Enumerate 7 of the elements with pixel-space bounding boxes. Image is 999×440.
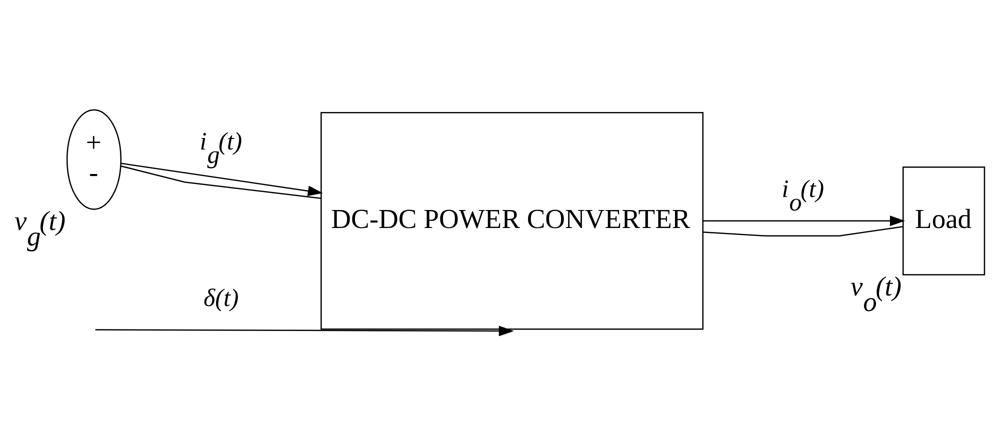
connector — [703, 226, 904, 236]
node-box: DC-DC POWER CONVERTER — [320, 112, 704, 330]
edge-label: δ(t) — [204, 284, 239, 312]
arrow — [95, 325, 514, 336]
arrow — [703, 215, 905, 226]
node-ellipse: + - — [66, 108, 122, 210]
node-box: Load — [902, 166, 986, 275]
